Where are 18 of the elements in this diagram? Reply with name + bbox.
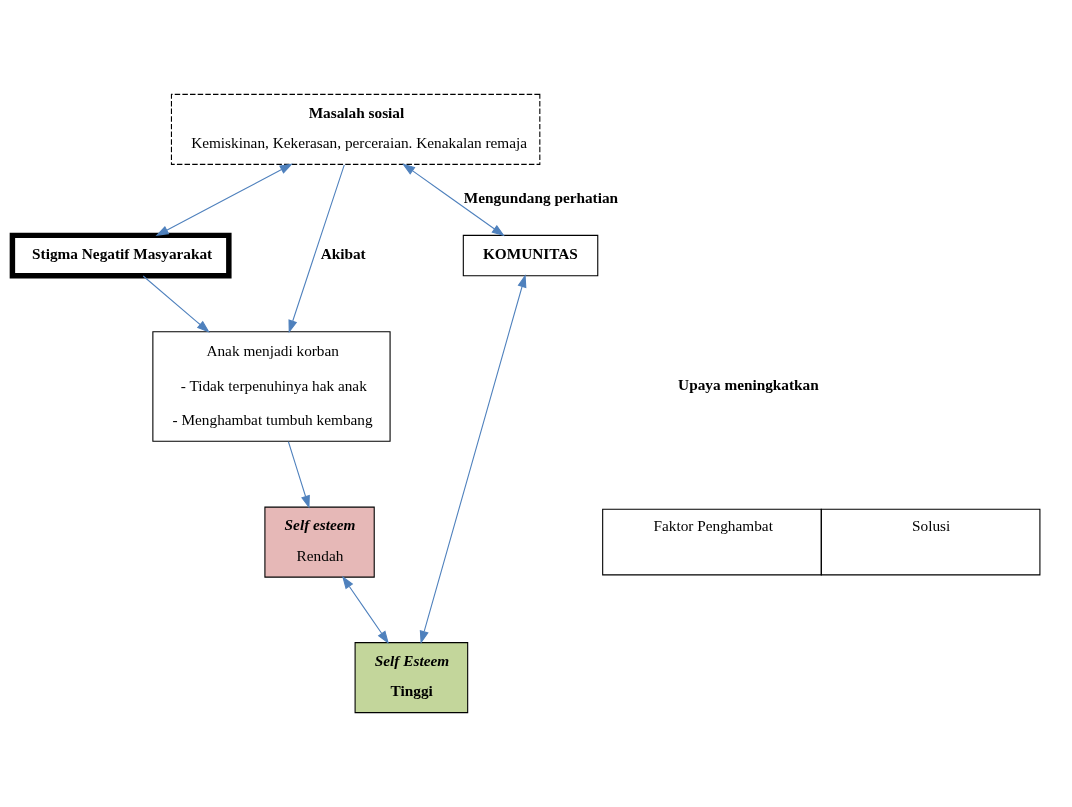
node-box: Anak menjadi korban - Tidak terpenuhinya hak anak - Menghambat tumbuh kembang — [152, 331, 391, 442]
edge-label: Akibat — [320, 244, 366, 262]
label: Upaya meningkatkan — [678, 375, 819, 393]
arrow — [288, 164, 345, 334]
edge-label: Mengundang perhatian — [463, 188, 619, 206]
node-box: Masalah sosial Kemiskinan, Kekerasan, perceraian. Kenakalan remaja — [170, 93, 541, 165]
arrow — [142, 275, 210, 333]
arrow — [155, 163, 293, 237]
arrow — [419, 274, 527, 644]
arrow — [287, 441, 310, 509]
arrow — [342, 575, 389, 644]
label: Solusi — [912, 517, 951, 535]
arrow — [402, 163, 505, 237]
node-box: Self esteem Rendah — [264, 506, 375, 578]
node-box: Stigma Negatif Masyarakat — [9, 232, 232, 279]
node-box: KOMUNITAS — [462, 234, 599, 277]
label: Faktor Penghambat — [653, 517, 773, 535]
node-box: Self Esteem Tinggi — [354, 642, 469, 714]
